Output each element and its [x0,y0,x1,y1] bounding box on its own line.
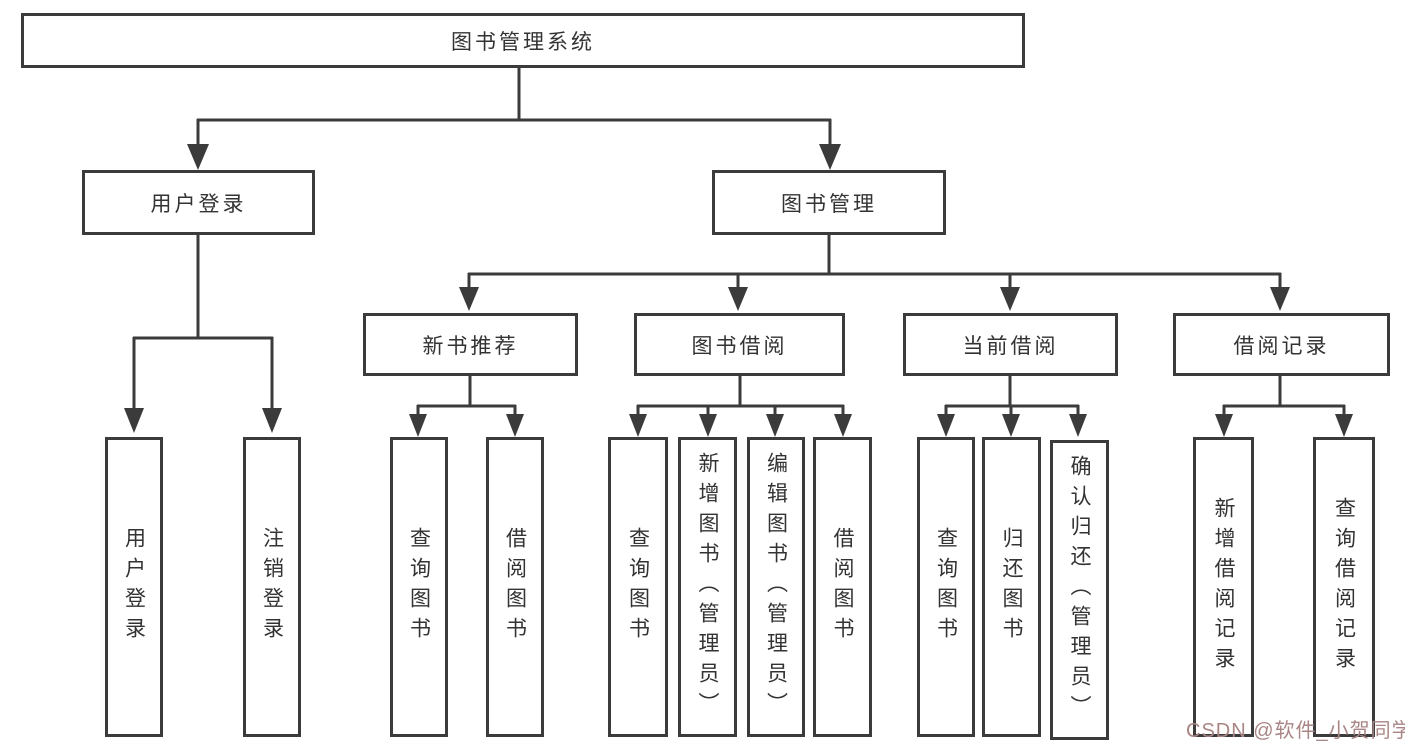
arrow-down-icon [834,414,852,437]
node-borrow-record-label: 借阅记录 [1233,334,1330,358]
node-current-borrow-label: 当前借阅 [962,334,1059,358]
node-book-mgmt: 图书管理 [712,170,946,235]
node-borrow-record: 借阅记录 [1173,313,1390,376]
arrow-down-icon [1335,414,1353,437]
node-book-borrow-label: 图书借阅 [691,334,788,358]
arrow-down-icon [1002,414,1020,437]
node-current-borrow: 当前借阅 [903,313,1118,376]
node-new-book-rec: 新书推荐 [363,313,578,376]
node-leaf-user-login-label: 用户登录 [122,527,146,647]
connector-user-login-group [124,234,282,433]
arrow-down-icon [766,414,784,437]
node-user-login: 用户登录 [82,170,315,235]
connector-borrow-record-group [1215,375,1353,437]
node-root-label: 图书管理系统 [451,30,595,54]
node-leaf-rec-query-book-label: 查询图书 [407,527,431,647]
node-leaf-rcd-query-record-label: 查询借阅记录 [1332,497,1356,677]
node-leaf-bor-query-book: 查询图书 [608,437,668,737]
arrow-down-icon [819,144,841,170]
node-leaf-bor-borrow-book: 借阅图书 [813,437,872,737]
arrow-down-icon [459,287,479,311]
node-leaf-logout-login-label: 注销登录 [260,527,284,647]
node-leaf-rec-borrow-book: 借阅图书 [486,437,544,737]
node-leaf-rec-query-book: 查询图书 [390,437,448,737]
arrow-down-icon [1069,414,1087,437]
node-leaf-rcd-query-record: 查询借阅记录 [1313,437,1375,737]
node-leaf-bor-add-book-label: 新增图书（管理员） [696,452,719,722]
arrow-down-icon [262,408,282,433]
node-leaf-cur-confirm-return-label: 确认归还（管理员） [1068,455,1091,725]
connector-book-mgmt-group [459,234,1290,311]
node-leaf-rec-borrow-book-label: 借阅图书 [503,527,527,647]
node-leaf-cur-return-book: 归还图书 [982,437,1041,737]
arrow-down-icon [1215,414,1233,437]
node-leaf-bor-edit-book-label: 编辑图书（管理员） [764,452,788,722]
arrow-down-icon [937,414,955,437]
node-leaf-bor-query-book-label: 查询图书 [626,527,650,647]
node-leaf-rcd-add-record-label: 新增借阅记录 [1212,497,1235,677]
watermark-text: CSDN @软件_小贺同学 [1186,720,1405,742]
node-root: 图书管理系统 [21,13,1025,68]
connector-root-group [187,67,841,170]
connector-current-borrow-group [937,375,1087,437]
node-leaf-bor-edit-book: 编辑图书（管理员） [747,437,805,737]
arrow-down-icon [506,414,524,437]
node-book-mgmt-label: 图书管理 [781,192,877,216]
node-leaf-rcd-add-record: 新增借阅记录 [1193,437,1254,737]
connector-new-book-rec-group [409,375,524,437]
node-book-borrow: 图书借阅 [634,313,845,376]
connector-book-borrow-group [629,375,852,437]
node-leaf-bor-add-book: 新增图书（管理员） [678,437,737,737]
arrow-down-icon [1000,287,1020,311]
node-leaf-cur-query-book-label: 查询图书 [934,527,958,647]
node-leaf-cur-query-book: 查询图书 [917,437,975,737]
arrow-down-icon [699,414,717,437]
arrow-down-icon [409,414,427,437]
node-new-book-rec-label: 新书推荐 [422,334,519,358]
node-leaf-logout-login: 注销登录 [243,437,301,737]
arrow-down-icon [629,414,647,437]
node-leaf-bor-borrow-book-label: 借阅图书 [831,527,854,647]
node-user-login-label: 用户登录 [150,192,247,216]
arrow-down-icon [728,287,748,311]
node-leaf-user-login: 用户登录 [105,437,163,737]
arrow-down-icon [187,144,209,170]
node-leaf-cur-confirm-return: 确认归还（管理员） [1050,440,1109,740]
arrow-down-icon [124,408,144,433]
arrow-down-icon [1270,287,1290,311]
node-leaf-cur-return-book-label: 归还图书 [1000,527,1023,647]
